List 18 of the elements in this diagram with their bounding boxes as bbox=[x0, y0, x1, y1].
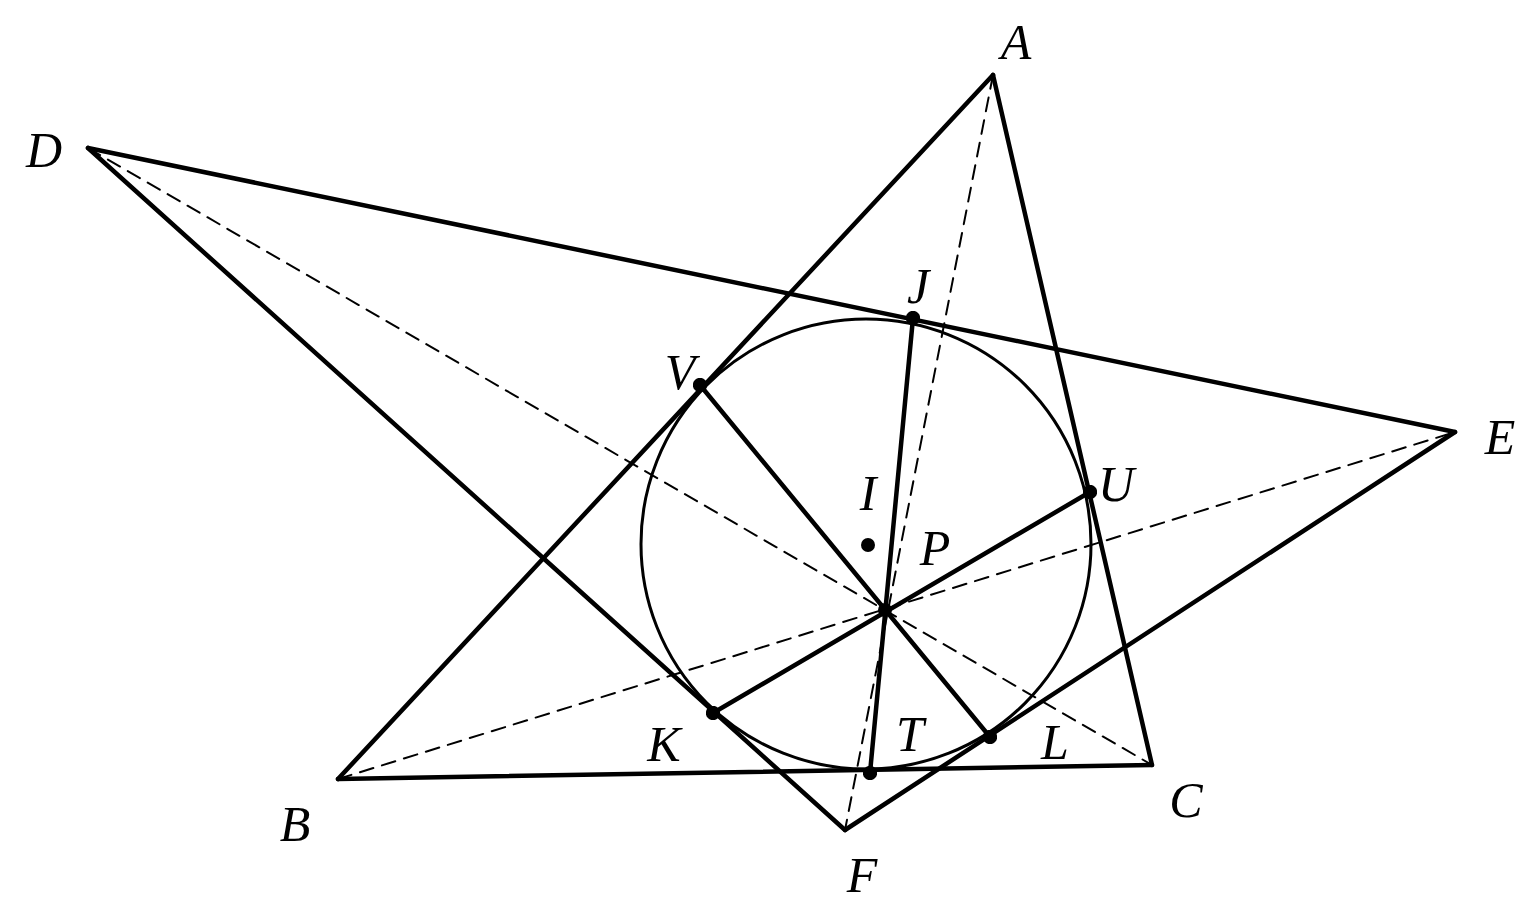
point-label: J bbox=[906, 261, 930, 311]
line-segment bbox=[692, 377, 998, 745]
point-label: E bbox=[1484, 412, 1516, 462]
point-label: U bbox=[1097, 459, 1135, 509]
point-label: F bbox=[846, 850, 878, 900]
point-label: L bbox=[1041, 717, 1069, 767]
line-segment bbox=[990, 72, 1155, 768]
point-label: B bbox=[279, 799, 311, 849]
point-label: K bbox=[647, 719, 681, 769]
point-label: P bbox=[919, 523, 951, 573]
line-segment bbox=[705, 484, 1098, 721]
line-segment bbox=[85, 145, 848, 833]
point-label: D bbox=[25, 125, 63, 175]
line-segment bbox=[862, 310, 921, 781]
point-label: A bbox=[1000, 17, 1032, 67]
dashed-line bbox=[87, 147, 1153, 766]
point-label: I bbox=[859, 468, 877, 518]
point-label: C bbox=[1169, 775, 1203, 825]
